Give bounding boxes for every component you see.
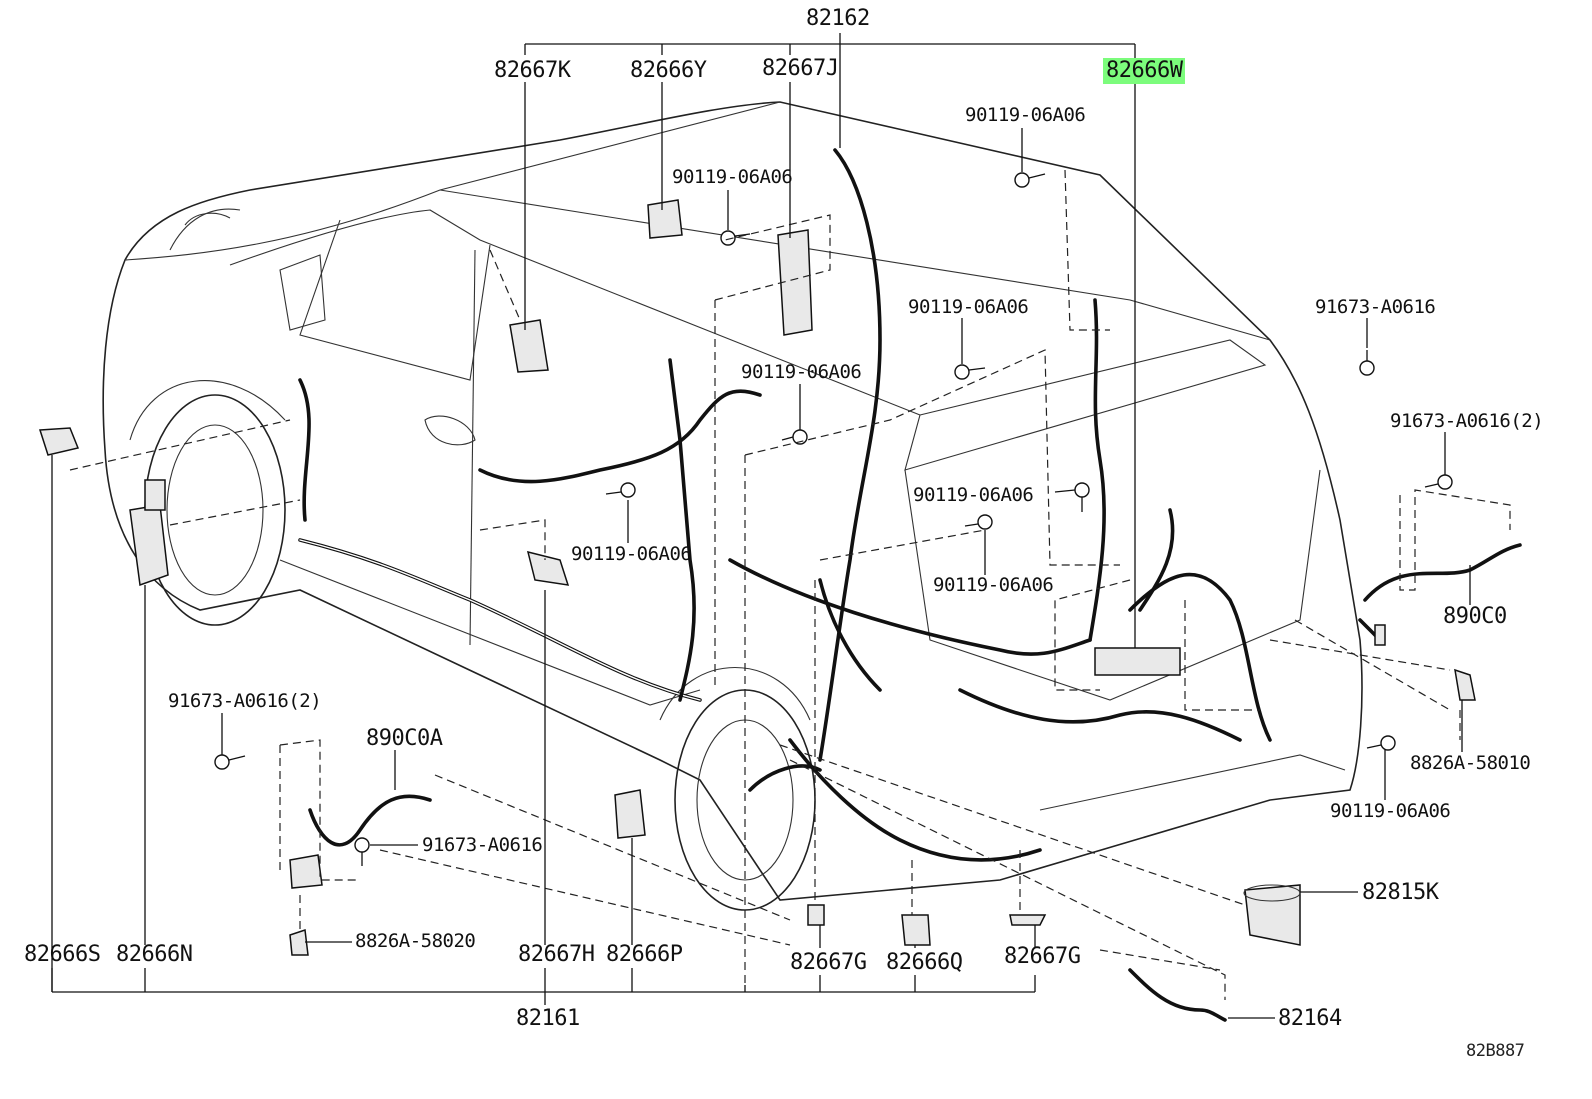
- part-label-82667g-a: 82667G: [790, 950, 867, 975]
- bracket-82666q: [901, 914, 931, 946]
- part-label-82667k: 82667K: [494, 58, 571, 83]
- harness-brackets: [38, 199, 1476, 956]
- part-label-82162: 82162: [806, 6, 870, 31]
- harness-wires: [298, 148, 1522, 1022]
- bracket-82666p: [614, 789, 646, 839]
- part-label-82666y: 82666Y: [630, 58, 707, 83]
- part-label-82164: 82164: [1278, 1006, 1342, 1031]
- speaker-82815k: [1244, 884, 1301, 946]
- sensor-label-890c0: 890C0: [1443, 604, 1507, 629]
- bolt-label-5: 90119-06A06: [913, 484, 1034, 506]
- part-label-82666s: 82666S: [24, 942, 101, 967]
- bracket-82666w: [1094, 647, 1181, 676]
- bolt-label-3: 90119-06A06: [908, 296, 1029, 318]
- part-label-82815k: 82815K: [1362, 880, 1439, 905]
- part-label-82666p: 82666P: [606, 942, 683, 967]
- bolt-label-4: 90119-06A06: [741, 361, 862, 383]
- part-label-82667j: 82667J: [762, 56, 839, 81]
- bracket-82667k: [509, 319, 549, 373]
- retainer-label-8826a-58020: 8826A-58020: [355, 930, 476, 952]
- bracket-82666n: [129, 504, 169, 587]
- part-label-82667h: 82667H: [518, 942, 595, 967]
- bolt-label-1: 90119-06A06: [965, 104, 1086, 126]
- diagram-reference-code: 82B887: [1466, 1041, 1525, 1061]
- part-label-82666w-highlighted[interactable]: 82666W: [1103, 58, 1186, 84]
- part-label-82667g-b: 82667G: [1004, 944, 1081, 969]
- vehicle-body: [102, 101, 1363, 911]
- clip-label-1: 91673-A0616: [1315, 296, 1436, 318]
- part-label-82666n: 82666N: [116, 942, 193, 967]
- bolt-label-7: 90119-06A06: [933, 574, 1054, 596]
- bolt-label-6: 90119-06A06: [571, 543, 692, 565]
- alignment-lines: [69, 169, 1511, 1000]
- bolt-label-8: 90119-06A06: [1330, 800, 1451, 822]
- bracket-82667j: [777, 229, 813, 336]
- bracket-82667g-a: [807, 904, 825, 926]
- clip-label-4: 91673-A0616: [422, 834, 543, 856]
- bolts: [214, 172, 1453, 866]
- bracket-82666s: [38, 427, 80, 456]
- part-label-82666q: 82666Q: [886, 950, 963, 975]
- clip-label-2: 91673-A0616(2): [1390, 410, 1544, 432]
- clip-label-3: 91673-A0616(2): [168, 690, 322, 712]
- part-label-82161: 82161: [516, 1006, 580, 1031]
- retainer-label-8826a-58010: 8826A-58010: [1410, 752, 1531, 774]
- bracket-82667g-b: [1009, 914, 1047, 926]
- bolt-label-2: 90119-06A06: [672, 166, 793, 188]
- sensor-label-890c0a: 890C0A: [366, 726, 443, 751]
- bracket-82666y: [647, 199, 683, 239]
- leader-lines: [51, 33, 1471, 1019]
- bracket-82667h: [526, 550, 570, 586]
